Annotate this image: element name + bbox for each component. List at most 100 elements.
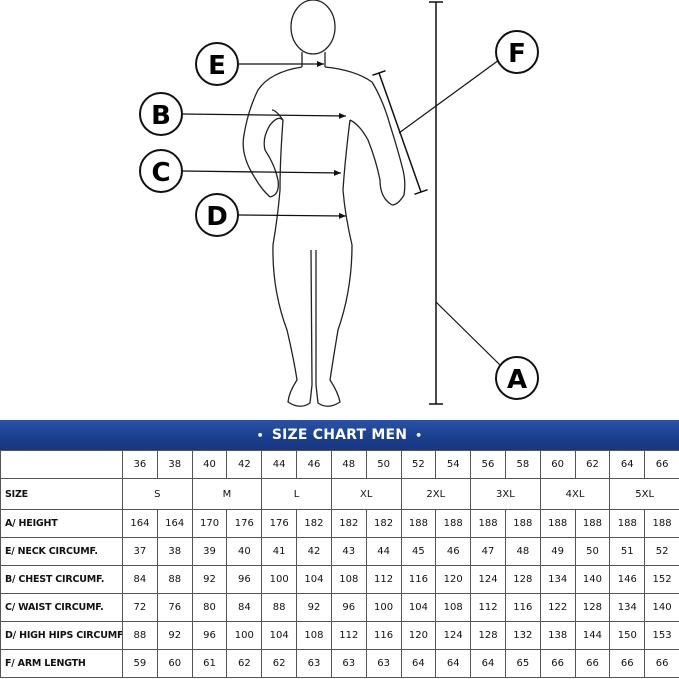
value-cell: 62 [226,649,263,678]
value-cell: 182 [296,509,332,538]
value-cell: 112 [365,565,402,594]
size-number-cell: 36 [122,450,158,479]
value-cell: 59 [122,649,158,678]
marker-d: D [195,193,347,237]
value-cell: 128 [504,565,541,594]
row-label: C/ WAIST CIRCUMF. [0,593,123,622]
marker-f-label: F [508,39,526,69]
value-cell: 104 [296,565,332,594]
size-group-cell: XL [330,478,402,510]
value-cell: 188 [539,509,576,538]
value-cell: 63 [365,649,402,678]
size-number-cell: 62 [574,450,611,479]
value-cell: 84 [122,565,158,594]
size-number-cell: 42 [226,450,263,479]
value-cell: 88 [156,565,193,594]
value-cell: 66 [609,649,646,678]
marker-a-label: A [507,365,527,395]
size-number-cell: 58 [504,450,541,479]
value-cell: 128 [574,593,611,622]
value-cell: 188 [609,509,646,538]
value-cell: 84 [226,593,263,622]
marker-a: A [429,1,539,405]
size-group-cell: 2XL [400,478,472,510]
size-number-cell: 44 [261,450,298,479]
value-cell: 152 [644,565,679,594]
size-number-cell: 54 [435,450,472,479]
value-cell: 146 [609,565,646,594]
value-cell: 100 [365,593,402,622]
value-cell: 39 [191,537,228,566]
value-cell: 122 [539,593,576,622]
marker-c-label: C [151,158,170,188]
value-cell: 41 [261,537,298,566]
value-cell: 48 [504,537,541,566]
value-cell: 63 [296,649,332,678]
body-measurement-diagram: E B C D F A [139,0,539,407]
value-cell: 182 [365,509,402,538]
size-chart-title: SIZE CHART MEN [271,427,408,443]
value-cell: 116 [400,565,437,594]
row-label: B/ CHEST CIRCUMF. [0,565,123,594]
corner-cell [0,450,123,479]
size-group-cell: L [261,478,332,510]
value-cell: 92 [191,565,228,594]
value-cell: 120 [400,621,437,650]
size-number-cell: 56 [470,450,506,479]
marker-f: F [372,30,539,196]
value-cell: 140 [574,565,611,594]
marker-b-label: B [151,101,171,131]
size-number-cell: 38 [156,450,193,479]
value-cell: 134 [539,565,576,594]
value-cell: 188 [504,509,541,538]
value-cell: 66 [644,649,679,678]
value-cell: 66 [574,649,611,678]
value-cell: 52 [644,537,679,566]
size-number-cell: 50 [365,450,402,479]
value-cell: 170 [191,509,228,538]
value-cell: 188 [644,509,679,538]
value-cell: 182 [330,509,367,538]
value-cell: 112 [330,621,367,650]
size-group-cell: 3XL [470,478,541,510]
marker-d-label: D [206,202,228,232]
value-cell: 116 [504,593,541,622]
value-cell: 38 [156,537,193,566]
value-cell: 92 [296,593,332,622]
value-cell: 140 [644,593,679,622]
value-cell: 40 [226,537,263,566]
size-number-cell: 66 [644,450,679,479]
size-group-cell: 4XL [539,478,611,510]
value-cell: 64 [470,649,506,678]
value-cell: 138 [539,621,576,650]
value-cell: 88 [122,621,158,650]
value-cell: 120 [435,565,472,594]
value-cell: 96 [226,565,263,594]
value-cell: 116 [365,621,402,650]
value-cell: 45 [400,537,437,566]
value-cell: 44 [365,537,402,566]
value-cell: 108 [330,565,367,594]
value-cell: 188 [574,509,611,538]
marker-e-label: E [208,51,226,81]
value-cell: 128 [470,621,506,650]
row-label: E/ NECK CIRCUMF. [0,537,123,566]
row-label: F/ ARM LENGTH [0,649,123,678]
value-cell: 66 [539,649,576,678]
value-cell: 49 [539,537,576,566]
size-number-cell: 52 [400,450,437,479]
value-cell: 80 [191,593,228,622]
value-cell: 50 [574,537,611,566]
value-cell: 88 [261,593,298,622]
value-cell: 72 [122,593,158,622]
value-cell: 124 [470,565,506,594]
value-cell: 153 [644,621,679,650]
value-cell: 64 [435,649,472,678]
